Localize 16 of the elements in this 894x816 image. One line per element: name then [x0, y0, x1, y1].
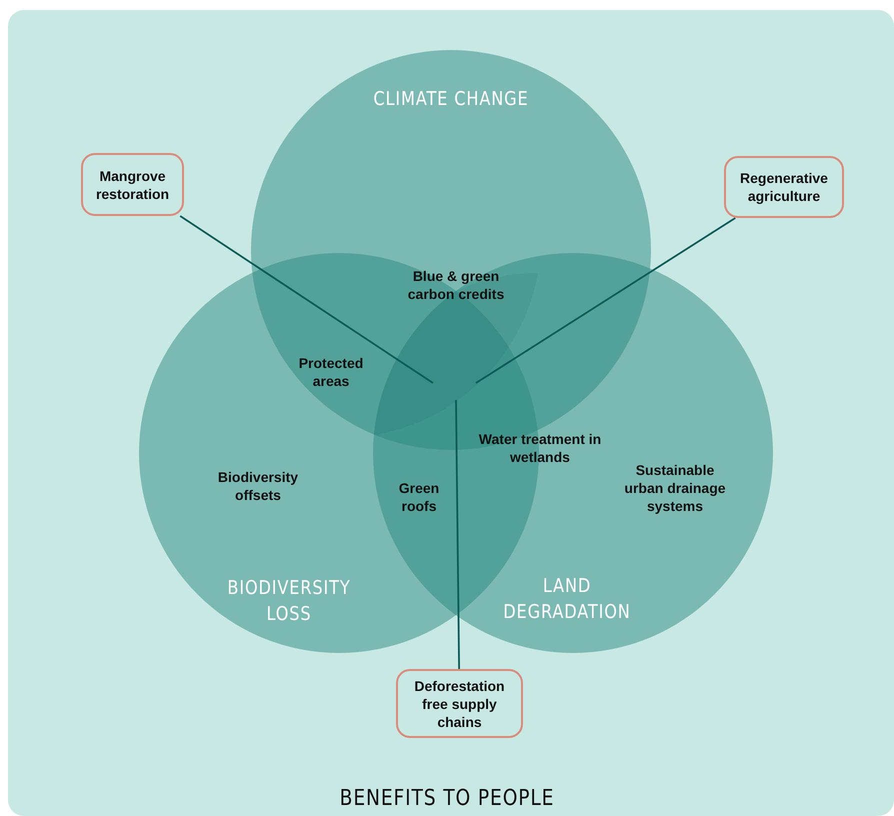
leader-line: [476, 217, 736, 384]
caption: BENEFITS TO PEOPLE: [338, 786, 556, 811]
region-label: Water treatment in wetlands: [478, 430, 602, 466]
leader-line: [455, 400, 460, 669]
callout-box: Deforestation free supply chains: [396, 669, 523, 738]
region-label: Blue & green carbon credits: [406, 267, 506, 303]
region-label: Green roofs: [398, 479, 440, 515]
circle-heading: BIODIVERSITY LOSS: [226, 576, 352, 627]
region-label: Biodiversity offsets: [216, 468, 300, 504]
circle-heading: CLIMATE CHANGE: [372, 87, 530, 112]
callout-box: Mangrove restoration: [81, 153, 184, 216]
leader-line: [180, 215, 434, 384]
circle-heading: LAND DEGRADATION: [502, 574, 632, 625]
callout-box: Regenerative agriculture: [724, 156, 844, 218]
region-label: Sustainable urban drainage systems: [623, 461, 727, 515]
region-label: Protected areas: [298, 354, 364, 390]
